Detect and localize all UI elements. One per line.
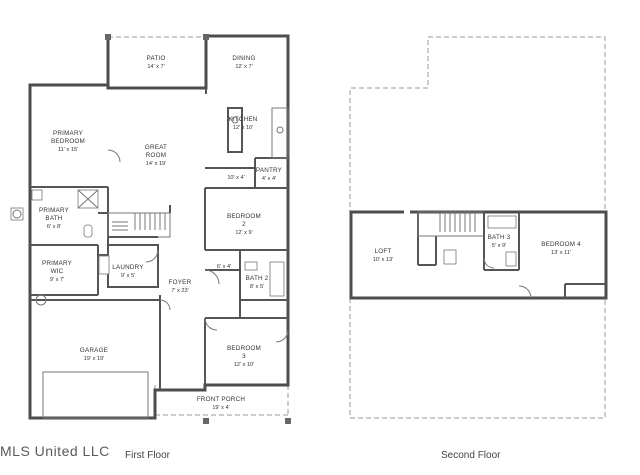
room-bedroom3-name-2: 3 — [242, 353, 246, 360]
room-garage-name: GARAGE — [80, 347, 108, 354]
room-primary-bedroom-name-2: BEDROOM — [51, 138, 85, 145]
room-primary-bedroom-name-1: PRIMARY — [53, 130, 84, 137]
first-floor-caption: First Floor — [125, 450, 170, 461]
room-primary-wic-dim: 9' x 7' — [50, 277, 64, 283]
room-foyer-name: FOYER — [169, 279, 192, 286]
room-loft-name: LOFT — [375, 248, 392, 255]
room-primary-bath-name-1: PRIMARY — [39, 207, 70, 214]
watermark: MLS United LLC — [0, 443, 110, 459]
room-primary-wic-name-1: PRIMARY — [42, 260, 73, 267]
room-great-room-name-1: GREAT — [145, 144, 167, 151]
room-bedroom3-dim: 12' x 10' — [234, 362, 255, 368]
room-bath2-dim: 8' x 5' — [250, 284, 264, 290]
room-foyer-dim: 7' x 23' — [171, 288, 188, 294]
room-closet-dim: 10' x 4' — [227, 175, 244, 181]
room-patio-name: PATIO — [147, 55, 166, 62]
second-floor-caption: Second Floor — [441, 450, 501, 461]
room-laundry-name: LAUNDRY — [112, 264, 144, 271]
room-primary-bath-name-2: BATH — [45, 215, 62, 222]
room-loft-dim: 10' x 13' — [373, 257, 394, 263]
room-laundry-dim: 9' x 5' — [121, 273, 135, 279]
room-bath3-name: BATH 3 — [488, 234, 511, 241]
room-front-porch-dim: 19' x 4' — [212, 405, 229, 411]
second-floor-plan — [349, 36, 608, 419]
room-primary-bedroom-dim: 11' x 15' — [58, 147, 78, 153]
room-bath2-name: BATH 2 — [246, 275, 269, 282]
room-great-room-dim: 14' x 19' — [146, 161, 167, 167]
room-bedroom2-name-1: BEDROOM — [227, 213, 261, 220]
room-bedroom2-dim: 12' x 9' — [235, 230, 252, 236]
room-bath3-dim: 5' x 9' — [492, 243, 506, 249]
room-garage-dim: 19' x 19' — [84, 356, 105, 362]
first-floor-plan — [10, 34, 291, 424]
room-pantry-name: PANTRY — [256, 167, 283, 174]
room-bedroom2-name-2: 2 — [242, 221, 246, 228]
room-great-room-name-2: ROOM — [146, 152, 166, 159]
room-patio-dim: 14' x 7' — [147, 64, 164, 70]
room-kitchen-name: KITCHEN — [228, 116, 257, 123]
room-dining-dim: 12' x 7' — [235, 64, 252, 70]
room-pantry-dim: 4' x 4' — [262, 176, 276, 182]
room-hall-dim: 6' x 4' — [217, 264, 231, 270]
room-bedroom4-dim: 13' x 11' — [551, 250, 571, 256]
room-dining-name: DINING — [232, 55, 255, 62]
room-bedroom3-name-1: BEDROOM — [227, 345, 261, 352]
room-bedroom4-name: BEDROOM 4 — [541, 241, 581, 248]
room-primary-wic-name-2: WIC — [51, 268, 64, 275]
room-kitchen-dim: 12' x 10' — [233, 125, 254, 131]
room-front-porch-name: FRONT PORCH — [197, 396, 246, 403]
room-primary-bath-dim: 6' x 8' — [47, 224, 61, 230]
